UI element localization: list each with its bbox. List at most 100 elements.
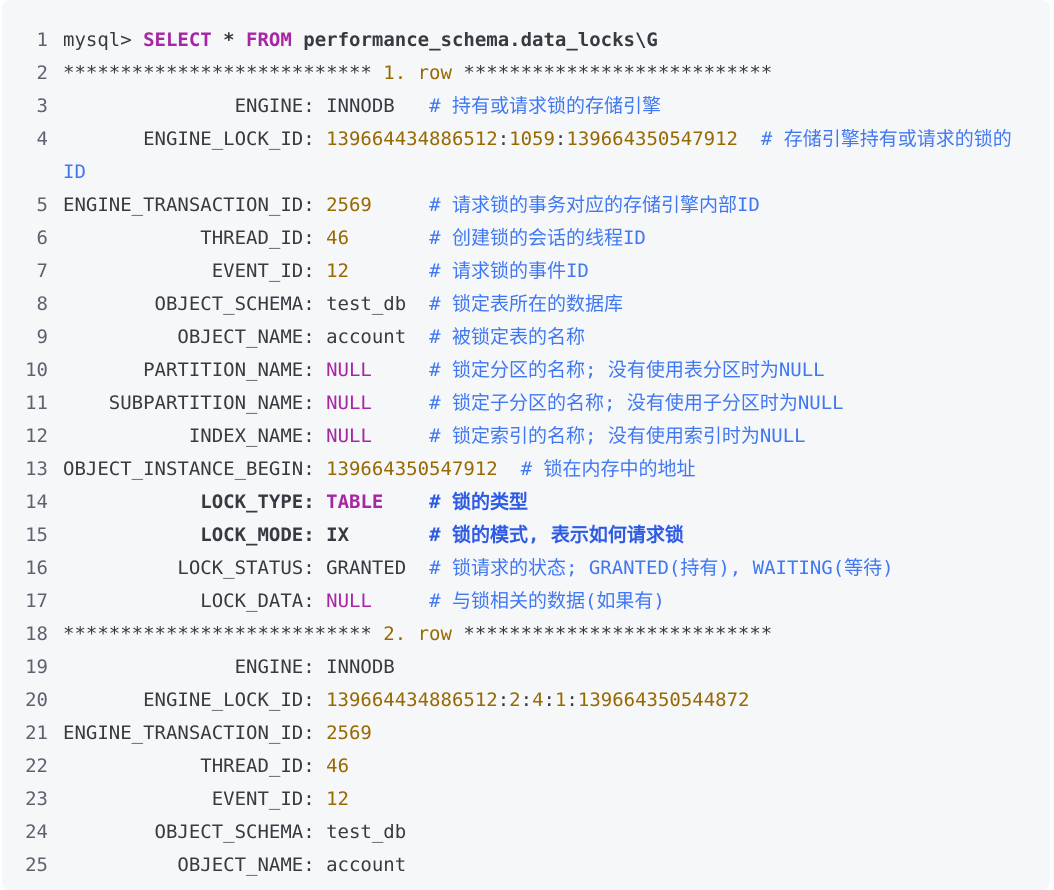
code-token: # 持有或请求锁的存储引擎 (429, 95, 661, 117)
line-number: 19 (25, 656, 48, 678)
code-token: # 锁定子分区的名称; 没有使用子分区时为NULL (429, 392, 844, 414)
line-number: 15 (25, 524, 48, 546)
code-token: : (554, 128, 567, 150)
code-token: 12 (326, 788, 349, 810)
line-content: *************************** 1. row *****… (63, 57, 1013, 90)
code-token: : (543, 689, 555, 711)
code-token: 46 (326, 227, 350, 249)
code-token: GRANTED (326, 557, 430, 579)
code-token: IX (326, 524, 350, 546)
line-content: ENGINE_TRANSACTION_ID: 2569 # 请求锁的事务对应的存… (63, 189, 1013, 222)
code-token: account (326, 854, 407, 876)
line-content: OBJECT_INSTANCE_BEGIN: 139664350547912 #… (63, 453, 1013, 486)
code-token: SUBPARTITION_NAME: (63, 392, 327, 414)
line-content: LOCK_MODE: IX # 锁的模式, 表示如何请求锁 (63, 519, 1013, 552)
code-token: ENGINE_TRANSACTION_ID: (63, 722, 327, 744)
line-content: mysql> SELECT * FROM performance_schema.… (63, 24, 1013, 57)
line-number: 18 (25, 623, 48, 645)
code-token: # 被锁定表的名称 (429, 326, 585, 348)
code-line: 7 EVENT_ID: 12 # 请求锁的事件ID (2, 255, 1050, 288)
line-content: LOCK_STATUS: GRANTED # 锁请求的状态; GRANTED(持… (63, 552, 1013, 585)
code-token: : (566, 689, 578, 711)
code-token: # 请求锁的事件ID (429, 260, 589, 282)
code-line: 18*************************** 2. row ***… (2, 618, 1050, 651)
line-number: 23 (25, 788, 48, 810)
code-token: 2569 (326, 194, 372, 216)
code-token: SELECT (143, 29, 212, 51)
code-line: 17 LOCK_DATA: NULL # 与锁相关的数据(如果有) (2, 585, 1050, 618)
line-content: ENGINE_LOCK_ID: 139664434886512:2:4:1:13… (63, 684, 1013, 717)
line-number: 2 (36, 62, 48, 84)
line-content: ENGINE: INNODB # 持有或请求锁的存储引擎 (63, 90, 1013, 123)
code-token: 1059 (509, 128, 555, 150)
code-token: : (520, 689, 533, 711)
line-number: 9 (36, 326, 48, 348)
code-token: NULL (326, 425, 372, 447)
code-token: test_db (326, 821, 407, 843)
code-token (372, 194, 429, 216)
code-token: ENGINE: (63, 95, 327, 117)
code-token: : (497, 128, 510, 150)
code-token (498, 458, 521, 480)
code-token (372, 425, 429, 447)
code-token: EVENT_ID: (63, 788, 327, 810)
code-token: * (211, 29, 247, 51)
code-token: NULL (326, 590, 372, 612)
code-token: NULL (326, 392, 372, 414)
code-token: account (326, 326, 430, 348)
line-number: 4 (36, 128, 48, 150)
code-line: 23 EVENT_ID: 12 (2, 783, 1050, 816)
code-token: LOCK_STATUS: (63, 557, 327, 579)
code-token (349, 524, 429, 546)
code-token: *************************** (63, 62, 384, 84)
line-content: THREAD_ID: 46 # 创建锁的会话的线程ID (63, 222, 1013, 255)
code-line: 24 OBJECT_SCHEMA: test_db (2, 816, 1050, 849)
code-line: 8 OBJECT_SCHEMA: test_db # 锁定表所在的数据库 (2, 288, 1050, 321)
code-token: OBJECT_NAME: (63, 326, 327, 348)
line-content: OBJECT_NAME: account (63, 849, 1013, 882)
code-token: THREAD_ID: (63, 227, 327, 249)
code-token: test_db (326, 293, 430, 315)
code-token: 139664350544872 (577, 689, 750, 711)
code-token (372, 392, 429, 414)
line-number: 25 (25, 854, 48, 876)
line-number: 17 (25, 590, 48, 612)
code-token: INDEX_NAME: (63, 425, 327, 447)
code-line: 19 ENGINE: INNODB (2, 651, 1050, 684)
code-token: # 锁定表所在的数据库 (429, 293, 623, 315)
line-number: 1 (36, 29, 48, 51)
code-token: OBJECT_INSTANCE_BEGIN: (63, 458, 327, 480)
line-number: 14 (25, 491, 48, 513)
code-token: OBJECT_NAME: (63, 854, 327, 876)
line-number: 12 (25, 425, 48, 447)
code-line: 5 ENGINE_TRANSACTION_ID: 2569 # 请求锁的事务对应的… (2, 189, 1050, 222)
code-token: 139664434886512 (326, 689, 498, 711)
code-line: 15 LOCK_MODE: IX # 锁的模式, 表示如何请求锁 (2, 519, 1050, 552)
code-token (383, 491, 429, 513)
code-token: *************************** (63, 623, 384, 645)
code-token: # 锁定分区的名称; 没有使用表分区时为NULL (429, 359, 825, 381)
code-token: LOCK_MODE: (63, 524, 327, 546)
code-token: PARTITION_NAME: (63, 359, 327, 381)
code-token: # 与锁相关的数据(如果有) (429, 590, 665, 612)
code-token: 46 (326, 755, 350, 777)
code-token: OBJECT_SCHEMA: (63, 293, 327, 315)
code-token: : (497, 689, 510, 711)
code-line: 14 LOCK_TYPE: TABLE # 锁的类型 (2, 486, 1050, 519)
line-number: 10 (25, 359, 48, 381)
code-line: 2 *************************** 1. row ****… (2, 57, 1050, 90)
code-token: 139664350547912 (326, 458, 498, 480)
code-token: # 锁请求的状态; GRANTED(持有), WAITING(等待) (429, 557, 894, 579)
code-token: 139664434886512 (326, 128, 498, 150)
code-token: 139664350547912 (566, 128, 738, 150)
code-line: 4 ENGINE_LOCK_ID: 139664434886512:1059:1… (2, 123, 1050, 189)
line-number: 5 (36, 194, 48, 216)
code-line: 12 INDEX_NAME: NULL # 锁定索引的名称; 没有使用索引时为N… (2, 420, 1050, 453)
code-token: FROM (246, 29, 292, 51)
code-token: *************************** (451, 623, 773, 645)
line-content: LOCK_DATA: NULL # 与锁相关的数据(如果有) (63, 585, 1013, 618)
line-content: OBJECT_SCHEMA: test_db (63, 816, 1013, 849)
line-content: OBJECT_NAME: account # 被锁定表的名称 (63, 321, 1013, 354)
